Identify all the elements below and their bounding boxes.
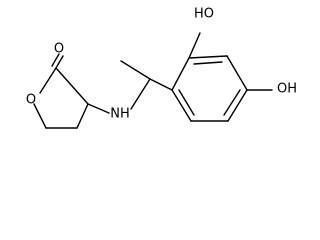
bond-ring-o-to-ch2 — [33, 103, 47, 129]
chemical-structure-diagram: O O NH HO OH — [26, 7, 297, 129]
carbonyl-oxygen-label: O — [54, 42, 64, 57]
bond-alpha-c-to-n — [87, 103, 110, 114]
ring-bond-c1-c2 — [171, 57, 190, 91]
right-hydroxyl-label: OH — [277, 82, 297, 97]
bond-ch2-to-alpha-c — [76, 103, 89, 129]
amine-label: NH — [110, 107, 130, 122]
lactone-ring — [33, 53, 89, 129]
ring-oxygen-label: O — [26, 93, 36, 108]
bond-c2-to-top-oh — [188, 32, 201, 59]
ring-double-bond-c4-c5 — [223, 89, 241, 116]
bond-n-to-ch — [130, 78, 151, 110]
bond-carbonyl-c-o-double — [51, 53, 60, 67]
ring-bond-c3-c4 — [226, 55, 248, 91]
top-hydroxyl-label: HO — [194, 7, 214, 22]
benzene-ring — [171, 55, 248, 122]
amine-linker — [87, 60, 173, 114]
bond-carbonyl-c-o-single — [55, 55, 64, 69]
ring-bond-c2-c3 — [188, 55, 228, 59]
ring-double-bond-c2-c3 — [193, 61, 223, 65]
ring-double-bond-c6-c1 — [178, 89, 195, 116]
bond-ch-to-aryl — [149, 78, 173, 91]
ring-bond-c6-c1 — [171, 89, 192, 122]
hydroxyl-bonds — [188, 32, 273, 91]
bond-alpha-c-to-carbonyl-c — [55, 67, 89, 105]
bond-carbonyl-c-to-ring-o — [39, 67, 57, 94]
ring-bond-c4-c5 — [227, 89, 248, 122]
bond-ch-to-methyl — [120, 60, 151, 80]
